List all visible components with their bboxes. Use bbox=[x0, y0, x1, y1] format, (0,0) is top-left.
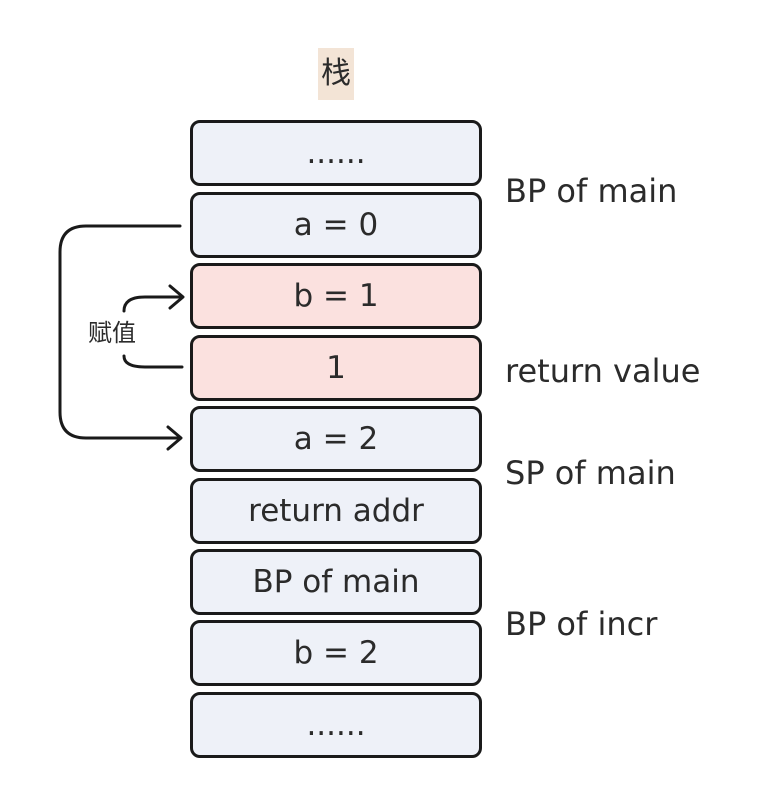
label-sp-of-main: SP of main bbox=[505, 454, 676, 492]
stack-cell-label: return addr bbox=[248, 493, 424, 529]
stack-cell-bp-of-main: BP of main bbox=[190, 549, 482, 615]
stack-cell-label: BP of main bbox=[252, 564, 420, 600]
stack-cell-label: ...... bbox=[306, 135, 366, 171]
stack-cell-return-addr: return addr bbox=[190, 478, 482, 544]
stack-cell-label: b = 1 bbox=[293, 278, 379, 314]
stack-cell-label: 1 bbox=[326, 350, 346, 386]
stack-cell-b2: b = 2 bbox=[190, 620, 482, 686]
stack-cell-label: b = 2 bbox=[293, 635, 379, 671]
stack-cell-bottom-ellipsis: ...... bbox=[190, 692, 482, 758]
stack-cell-label: a = 0 bbox=[293, 207, 379, 243]
stack-cell-b1: b = 1 bbox=[190, 263, 482, 329]
diagram-title: 栈 bbox=[318, 48, 354, 100]
stack-cell-a0: a = 0 bbox=[190, 192, 482, 258]
stack-cell-top-ellipsis: ...... bbox=[190, 120, 482, 186]
stack-cell-return-value: 1 bbox=[190, 335, 482, 401]
label-return-value: return value bbox=[505, 352, 701, 390]
assign-arrowhead-icon bbox=[168, 284, 185, 310]
stack-cell-label: ...... bbox=[306, 707, 366, 743]
label-bp-of-incr: BP of incr bbox=[505, 605, 658, 643]
label-bp-of-main: BP of main bbox=[505, 172, 678, 210]
outer-arrowhead-icon bbox=[166, 425, 183, 451]
stack-cell-a2: a = 2 bbox=[190, 406, 482, 472]
assign-label: 赋值 bbox=[88, 319, 136, 347]
stack-cell-label: a = 2 bbox=[293, 421, 379, 457]
